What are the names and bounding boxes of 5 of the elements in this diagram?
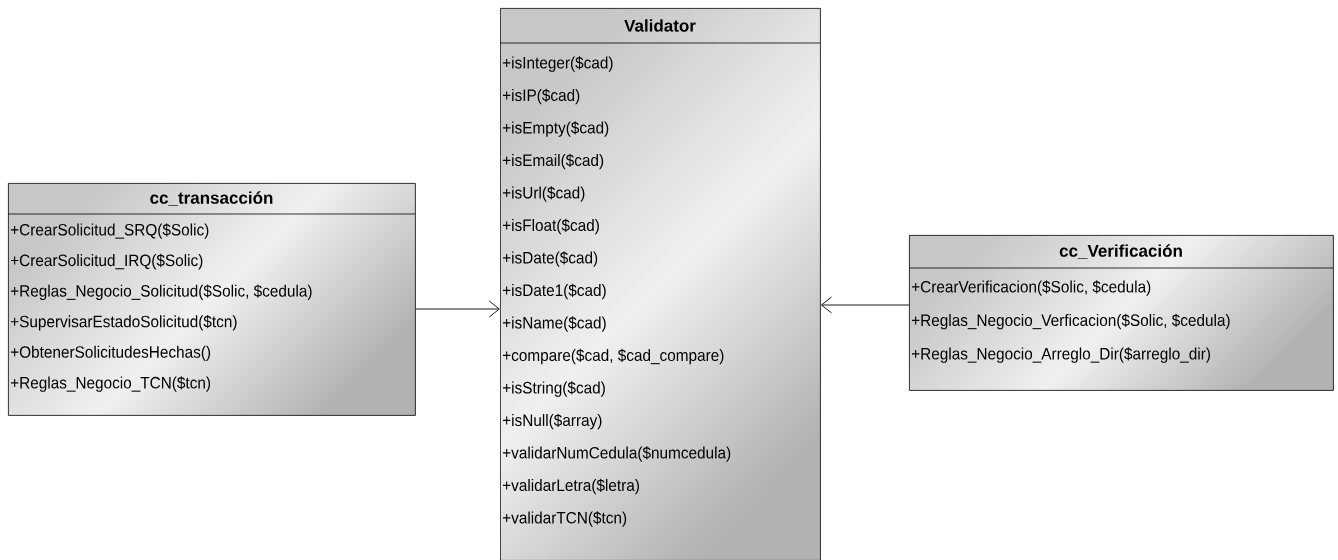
class-box: cc_transacción +CrearSolicitud_SRQ($Solic) +CrearSolicitud_IRQ($Solic) +Reglas_Negocio_Solicitud($Solic, $cedula) +SupervisarEstadoSolicitud($tcn) +ObtenerSolicitudesHechas() +Reglas_Negocio_TCN($tcn) (7, 183, 416, 416)
arrow (821, 296, 910, 314)
arrow (415, 300, 500, 318)
class-box: Validator +isInteger($cad) +isIP($cad) +isEmpty($cad) +isEmail($cad) +isUrl($cad) +isFloat($cad) +isDate($cad) +isDate1($cad) +isName($cad) +compare($cad, $cad_compare) +isString($cad) +isNull($array) +validarNumCedula($numcedula) +validarLetra($letra) +validarTCN($tcn) (499, 8, 821, 560)
class-box: cc_Verificación +CrearVerificacion($Solic, $cedula) +Reglas_Negocio_Verficacion($Solic, $cedula) +Reglas_Negocio_Arreglo_Dir($arreglo_dir) (908, 235, 1334, 391)
